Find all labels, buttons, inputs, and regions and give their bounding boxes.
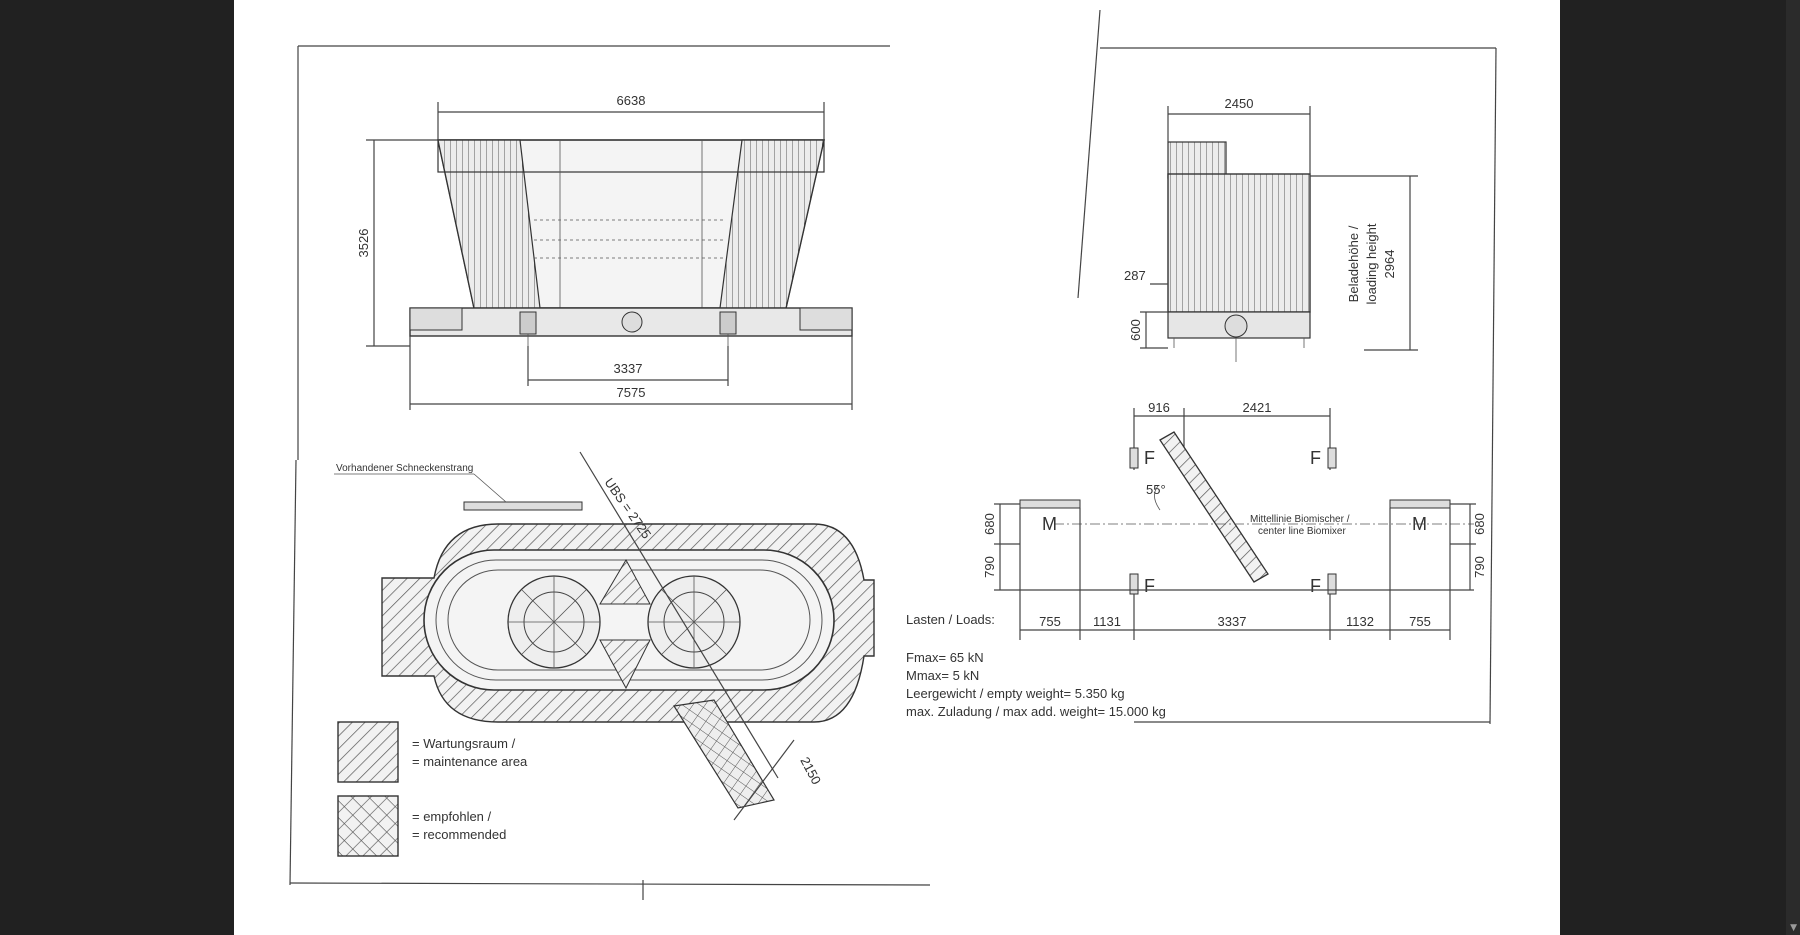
legend-maintenance-en: = maintenance area	[412, 754, 528, 769]
legend-recommended-en: = recommended	[412, 827, 506, 842]
side-view-dim-top: 6638	[617, 93, 646, 108]
loads-center-line-en: center line Biomixer	[1258, 526, 1346, 537]
end-view-loading-height-de: Beladehöhe /	[1346, 225, 1361, 302]
vertical-scrollbar[interactable]: ▼	[1786, 0, 1800, 935]
loads-dim-680-right: 680	[1472, 513, 1487, 535]
loads-dim-790-left: 790	[982, 556, 997, 578]
plan-view-dim-width: 2150	[797, 754, 824, 787]
loads-title: Lasten / Loads:	[906, 612, 995, 627]
loads-force-f2: F	[1310, 448, 1321, 468]
end-view-loading-height-value: 2964	[1382, 250, 1397, 279]
legend-recommended-de: = empfohlen /	[412, 809, 492, 824]
side-view-dim-height: 3526	[356, 229, 371, 258]
loads-dim-790-right: 790	[1472, 556, 1487, 578]
side-view-dim-total: 7575	[617, 385, 646, 400]
loads-dim-916: 916	[1148, 400, 1170, 415]
loads-bottom-dim-4: 1132	[1346, 614, 1374, 629]
loads-bottom-dim-5: 755	[1409, 614, 1431, 629]
document-page: 6638 3526 3337 7575	[234, 0, 1560, 935]
right-sheet-frame	[1077, 9, 1497, 725]
technical-drawing: 6638 3526 3337 7575	[289, 9, 1497, 900]
legend-recommended-swatch	[337, 795, 399, 857]
loads-max-weight: max. Zuladung / max add. weight= 15.000 …	[906, 704, 1166, 719]
loads-empty-weight: Leergewicht / empty weight= 5.350 kg	[906, 686, 1125, 701]
scroll-down-arrow-icon[interactable]: ▼	[1790, 923, 1797, 933]
loads-bottom-dim-2: 1131	[1093, 614, 1121, 629]
loads-bottom-dim-1: 755	[1039, 614, 1061, 629]
loads-dim-680-left: 680	[982, 513, 997, 535]
loads-diagram: 916 2421 55° Mittellinie Biomischer / ce…	[906, 400, 1487, 719]
loads-bottom-dim-3: 3337	[1218, 614, 1247, 629]
loads-moment-m1: M	[1042, 514, 1057, 534]
loads-force-f1: F	[1144, 448, 1155, 468]
loads-moment-m2: M	[1412, 514, 1427, 534]
loads-dim-2421: 2421	[1243, 400, 1272, 415]
end-view: 2450 287 600 Beladehöhe / loading height…	[1124, 96, 1418, 362]
loads-force-f4: F	[1310, 576, 1321, 596]
end-view-dim-width: 2450	[1225, 96, 1254, 111]
legend-maintenance-de: = Wartungsraum /	[412, 736, 516, 751]
plan-view-conveyor-label: Vorhandener Schneckenstrang	[336, 463, 473, 474]
legend-maintenance-swatch	[337, 721, 399, 783]
left-sheet-frame	[289, 45, 931, 900]
legend: = Wartungsraum / = maintenance area = em…	[337, 721, 528, 857]
loads-mmax: Mmax= 5 kN	[906, 668, 979, 683]
side-view: 6638 3526 3337 7575	[356, 93, 853, 410]
loads-center-line-de: Mittellinie Biomischer /	[1250, 514, 1350, 525]
end-view-dim-base: 600	[1128, 319, 1143, 341]
loads-fmax: Fmax= 65 kN	[906, 650, 984, 665]
end-view-dim-side: 287	[1124, 268, 1146, 283]
end-view-loading-height-en: loading height	[1364, 223, 1379, 304]
side-view-dim-center: 3337	[614, 361, 643, 376]
loads-force-f3: F	[1144, 576, 1155, 596]
